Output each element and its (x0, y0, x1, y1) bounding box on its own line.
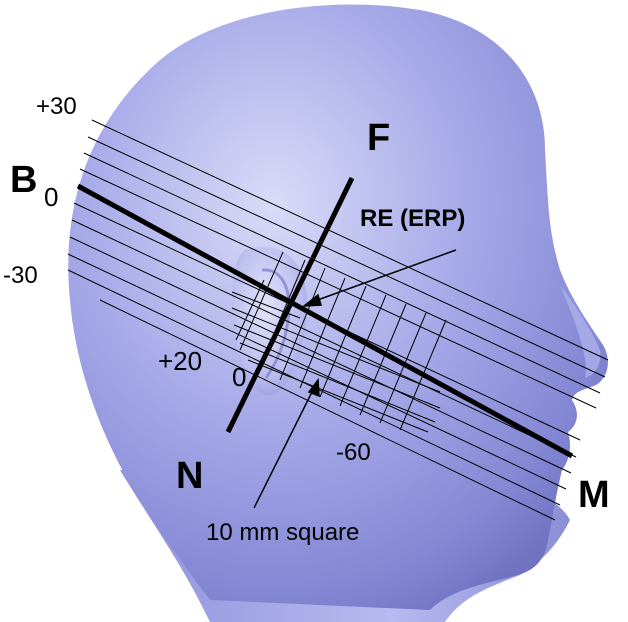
grid-line-upper-3 (83, 152, 601, 394)
grid-cross-2 (239, 251, 284, 351)
grid-line-lower-3 (69, 236, 572, 474)
grid-cross-5 (299, 277, 346, 389)
grid-line-upper-2 (79, 168, 597, 409)
label-plus20: +20 (158, 346, 202, 376)
label-m: M (578, 474, 610, 516)
re-arrow-head (301, 293, 322, 307)
arrows (253, 249, 457, 509)
b-m-axis (76, 183, 574, 459)
ear-inner (261, 268, 291, 379)
reference-grid (67, 119, 609, 521)
grid-row-2 (231, 307, 441, 393)
label-n: N (176, 455, 203, 497)
label-plus30: +30 (36, 93, 77, 120)
square-arrow-line (253, 385, 316, 509)
label-zero-b: 0 (44, 182, 58, 212)
head-silhouette (68, 4, 608, 622)
label-f: F (367, 117, 390, 159)
re-arrow-line (311, 249, 457, 303)
grid-line-lower-4 (67, 253, 567, 490)
grid-line-lower-2 (71, 219, 577, 458)
grid-line-upper-5 (91, 119, 609, 361)
grid-cross-4 (279, 267, 326, 381)
nose-shape (560, 285, 601, 378)
label-minus60: -60 (336, 439, 371, 466)
grid-line-lower-6 (99, 299, 556, 521)
grid-cross-1 (235, 279, 265, 341)
label-10mm-square: 10 mm square (206, 519, 359, 546)
labels: +30 B 0 -30 F RE (ERP) +20 0 -60 N M 10 … (3, 93, 610, 546)
label-minus30: -30 (3, 262, 38, 289)
n-f-axis (225, 176, 355, 434)
grid-cross-9 (379, 312, 427, 424)
main-axes (76, 176, 574, 459)
label-re-erp: RE (ERP) (360, 205, 465, 232)
grid-row-4 (239, 342, 436, 423)
grid-cross-8 (359, 303, 407, 416)
grid-row-3 (233, 324, 441, 409)
head-shape (68, 4, 608, 610)
grid-row-1 (231, 291, 301, 319)
label-b: B (10, 159, 37, 201)
label-zero-n: 0 (232, 362, 246, 392)
grid-cross-7 (339, 294, 387, 407)
grid-row-5 (247, 359, 429, 433)
square-arrow-head (307, 377, 320, 398)
grid-line-upper-4 (87, 136, 606, 378)
